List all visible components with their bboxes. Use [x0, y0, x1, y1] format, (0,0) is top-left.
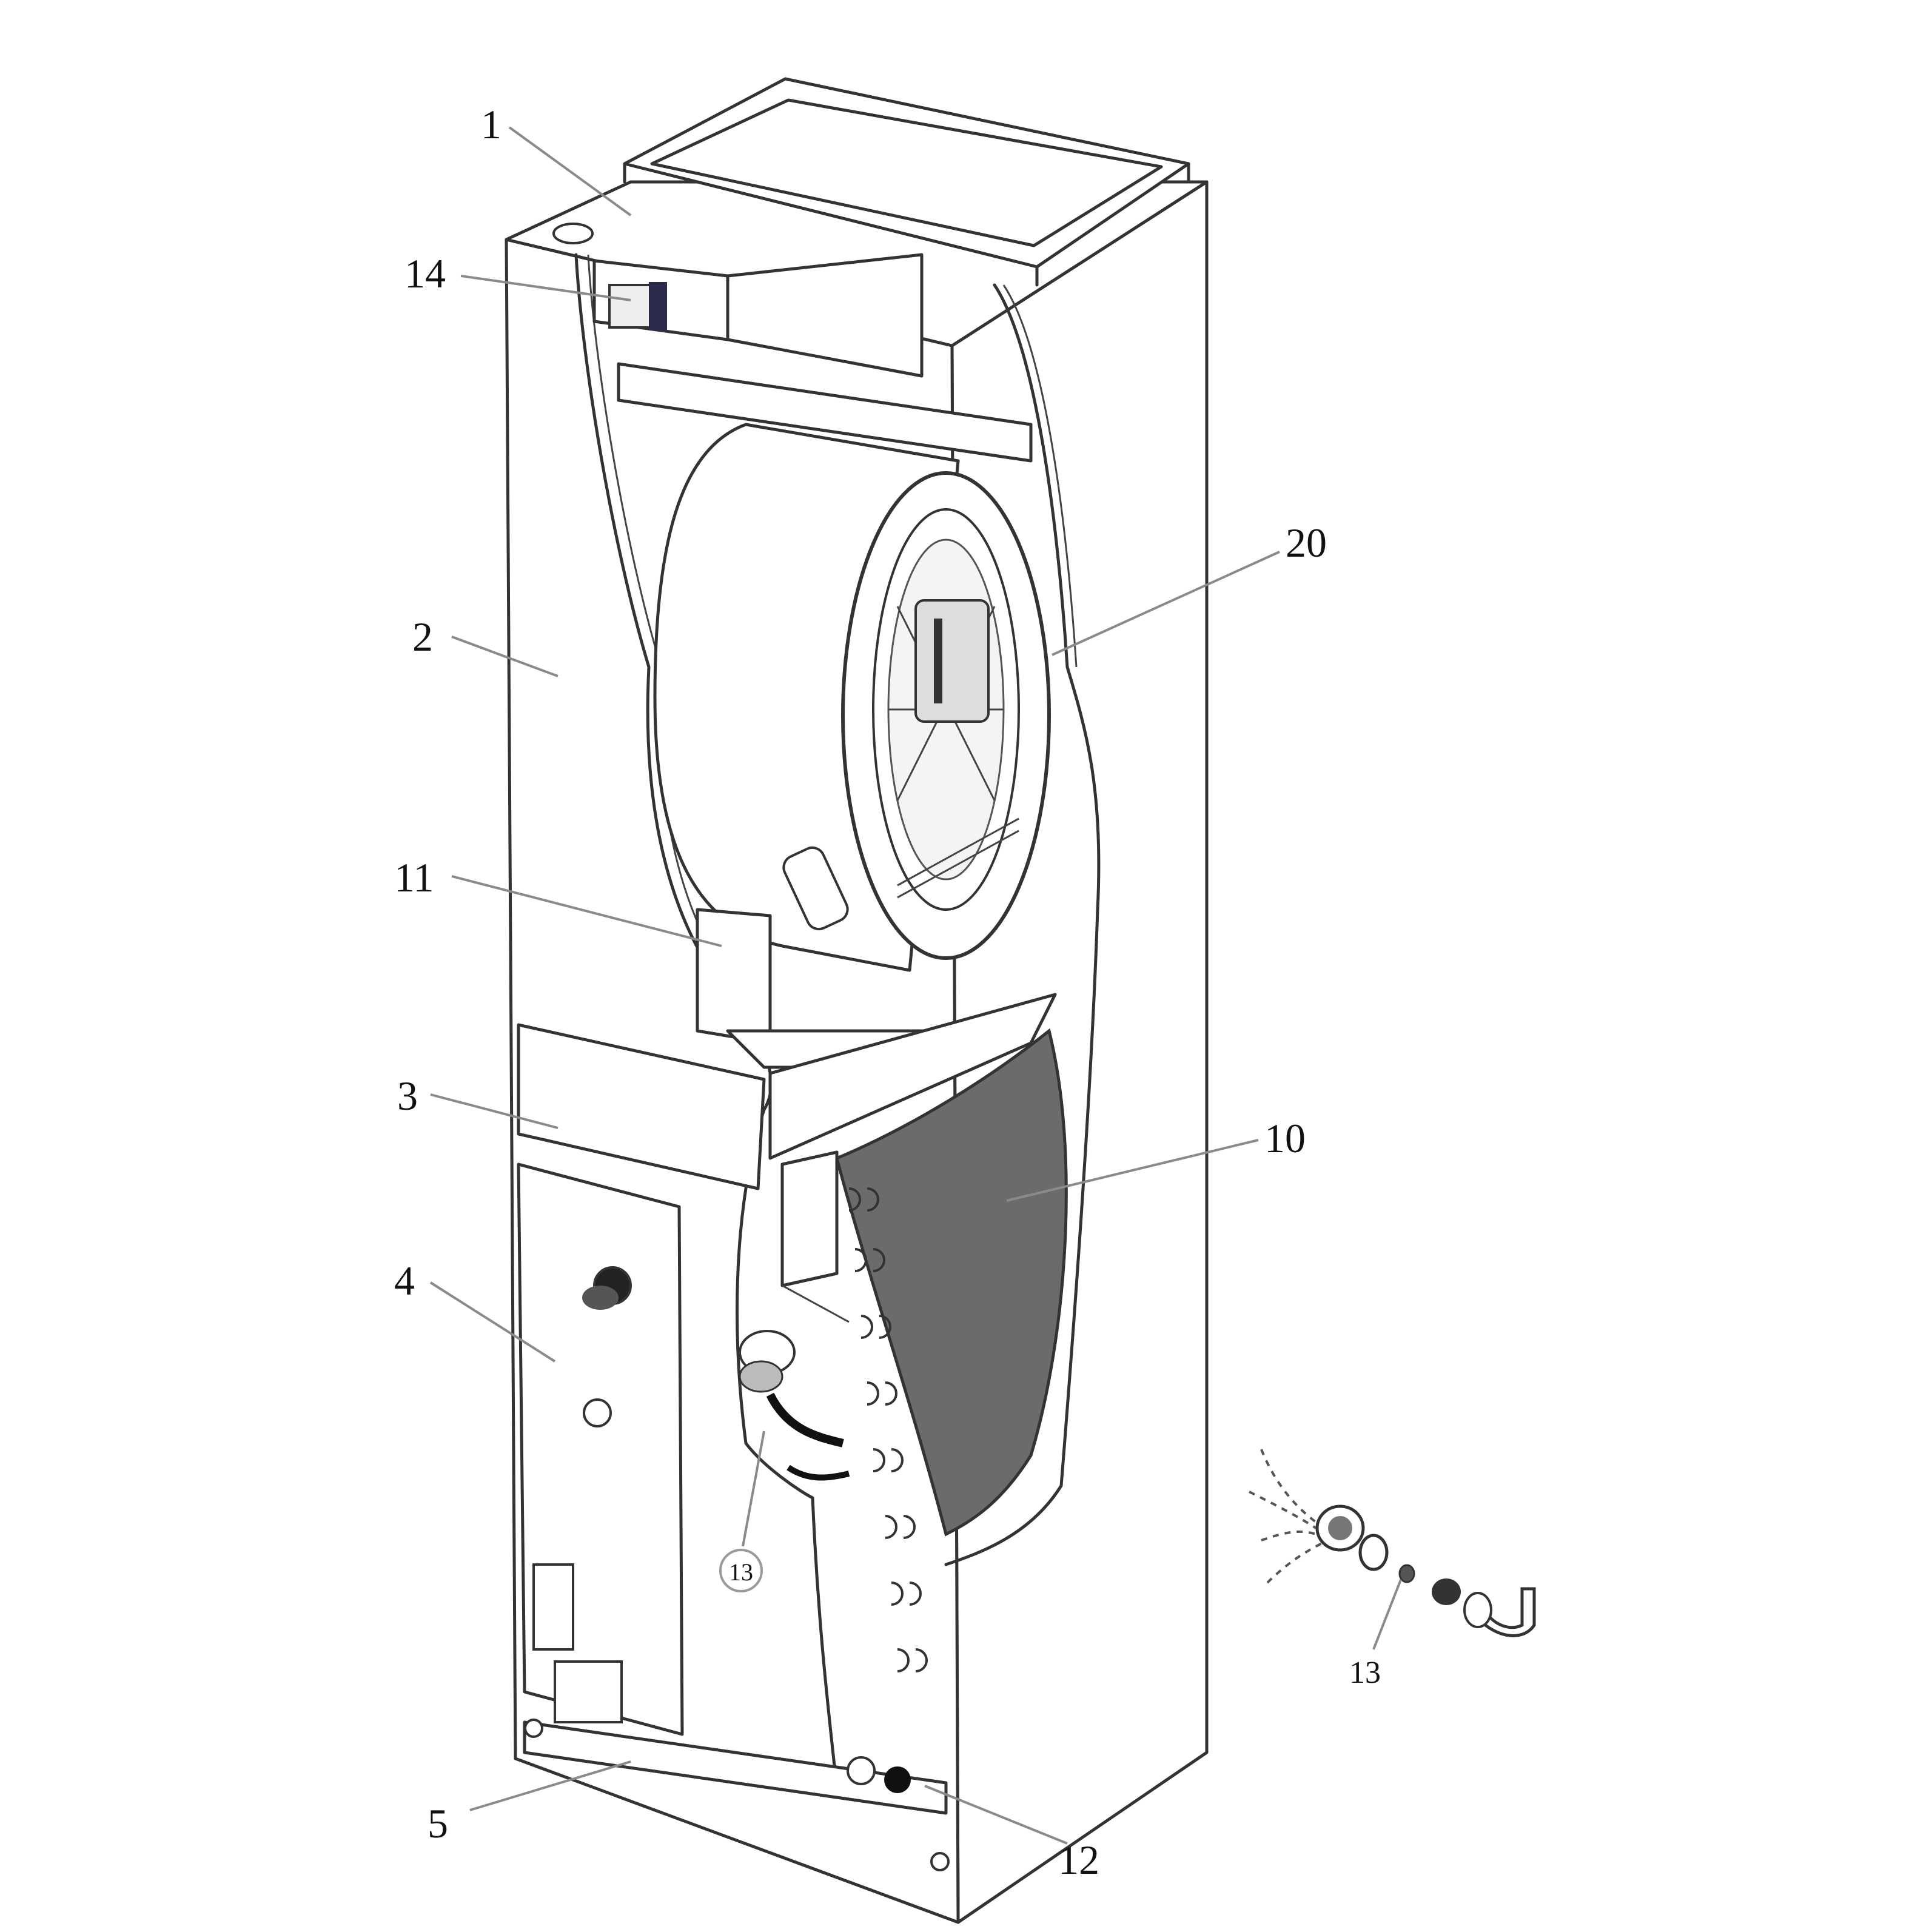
label-11: 11: [394, 854, 434, 901]
coil-fin-block: [835, 1028, 1068, 1537]
leader-10: [1006, 1139, 1259, 1202]
top-port: [552, 223, 594, 244]
part-labels: 1 14 20 2 11 3 10 4 13 13 5 12: [394, 101, 1381, 1883]
knob-lower: [583, 1398, 612, 1427]
label-2: 2: [412, 614, 433, 660]
expansion-valve-internal: [739, 1330, 850, 1481]
label-20: 20: [1286, 520, 1327, 566]
leader-2: [451, 636, 558, 677]
label-5: 5: [428, 1800, 448, 1846]
label-1: 1: [481, 101, 501, 147]
label-3: 3: [397, 1073, 418, 1119]
orifice: [1398, 1564, 1415, 1583]
leader-13-circled: [742, 1431, 765, 1547]
evaporator-coil: [768, 993, 1068, 1672]
knockout-lower: [554, 1660, 623, 1723]
leader-13-exploded: [1372, 1579, 1402, 1650]
o-ring: [1358, 1534, 1389, 1571]
transformer-bracket: [592, 253, 1033, 463]
leader-20: [1052, 551, 1280, 656]
label-12: 12: [1058, 1837, 1099, 1883]
exploded-valve-parts: [1249, 1449, 1536, 1637]
leader-3: [430, 1093, 558, 1129]
label-13-exploded: 13: [1349, 1655, 1381, 1690]
drain-port-left: [847, 1756, 876, 1785]
knockout-upper: [532, 1563, 574, 1651]
label-14: 14: [404, 250, 446, 297]
leader-11: [451, 875, 722, 947]
blower-motor: [914, 599, 990, 723]
base-and-drain: [523, 1719, 950, 1871]
leader-4: [429, 1281, 556, 1363]
leader-14: [460, 275, 631, 301]
capacitor: [782, 846, 849, 931]
leader-5: [469, 1760, 631, 1811]
label-13-circle: [719, 1549, 763, 1592]
elbow-fitting: [1471, 1587, 1536, 1637]
drain-port-right: [884, 1766, 911, 1793]
base-foot-left: [524, 1719, 543, 1738]
label-4: 4: [394, 1258, 415, 1304]
coil-tube-returns: [848, 1187, 928, 1672]
label-10: 10: [1264, 1115, 1306, 1161]
leader-12: [924, 1785, 1068, 1845]
label-13-circled: 13: [729, 1558, 753, 1586]
base-foot-right: [930, 1852, 950, 1871]
leader-lines: [429, 126, 1402, 1845]
strainer: [1432, 1578, 1461, 1605]
top-collar: [623, 77, 1190, 287]
middle-panel: [517, 1023, 766, 1190]
control-panel: [517, 1162, 684, 1736]
blower-assembly: [653, 423, 1051, 972]
leader-1: [508, 126, 632, 216]
